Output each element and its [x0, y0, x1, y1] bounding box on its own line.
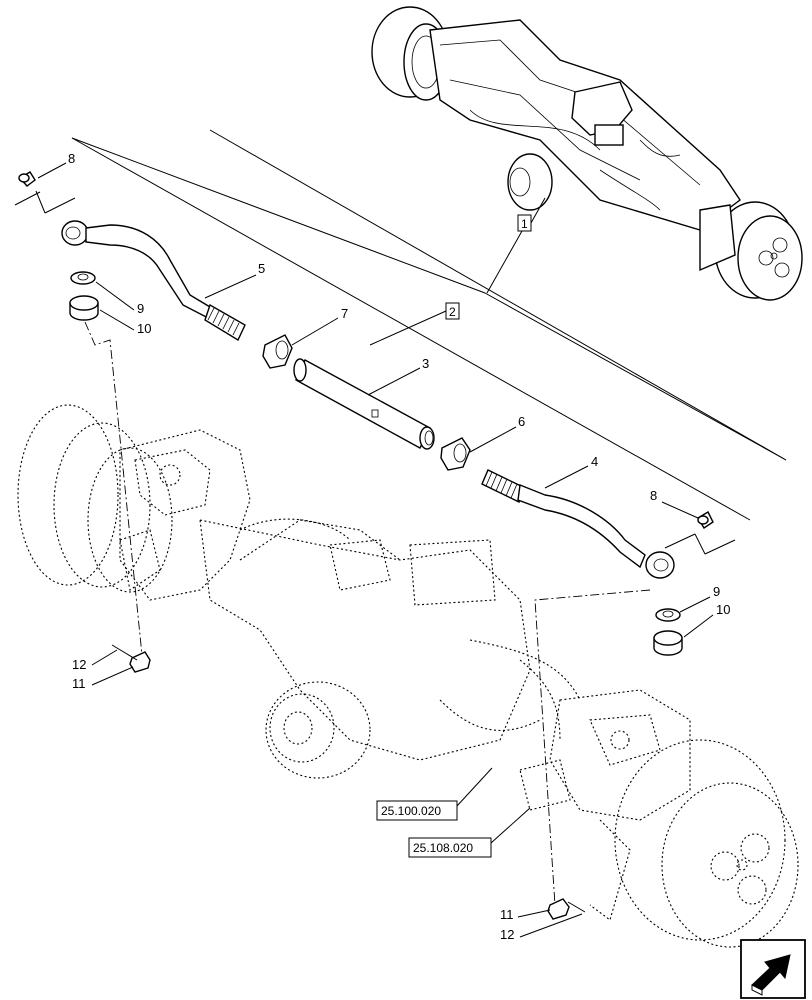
- grease-fitting-right: [697, 511, 714, 529]
- jam-nut-6: [440, 437, 471, 471]
- callout-8-right: 8: [650, 488, 657, 503]
- tie-rod-end-left: [61, 220, 246, 342]
- callout-1: 1: [521, 217, 528, 231]
- svg-text:25.108.020: 25.108.020: [413, 841, 473, 855]
- callout-10-left: 10: [137, 321, 151, 336]
- callout-5: 5: [258, 261, 265, 276]
- jam-nut-7: [262, 334, 293, 369]
- svg-text:25.100.020: 25.100.020: [381, 804, 441, 818]
- axle-housing-illustration: [17, 404, 799, 948]
- grease-fitting-top-left: [18, 171, 36, 187]
- callout-12-left: 12: [72, 657, 86, 672]
- castle-nut-left: [129, 651, 151, 673]
- callout-11-left: 11: [72, 676, 86, 691]
- reference-25-108-020[interactable]: 25.108.020: [408, 837, 492, 858]
- callout-2: 2: [449, 305, 456, 319]
- adjusting-sleeve: [293, 358, 435, 450]
- castle-nut-bottom: [547, 898, 570, 920]
- next-page-arrow-icon[interactable]: [740, 939, 806, 999]
- tie-rod-end-right: [481, 469, 675, 579]
- callout-8-top: 8: [68, 151, 75, 166]
- callout-7: 7: [341, 306, 348, 321]
- callout-12-bottom: 12: [500, 927, 514, 942]
- callout-9-left: 9: [137, 301, 144, 316]
- reference-25-100-020[interactable]: 25.100.020: [376, 800, 458, 821]
- callout-6: 6: [518, 414, 525, 429]
- callout-9-right: 9: [713, 584, 720, 599]
- callout-11-bottom: 11: [500, 907, 514, 922]
- callout-10-right: 10: [716, 602, 730, 617]
- seal-right: [653, 630, 683, 656]
- callout-3: 3: [422, 356, 429, 371]
- washer-right: [655, 608, 681, 622]
- callout-4: 4: [591, 454, 598, 469]
- axle-overview-illustration: [371, 6, 803, 301]
- washer-left: [70, 271, 96, 285]
- seal-left: [69, 295, 99, 321]
